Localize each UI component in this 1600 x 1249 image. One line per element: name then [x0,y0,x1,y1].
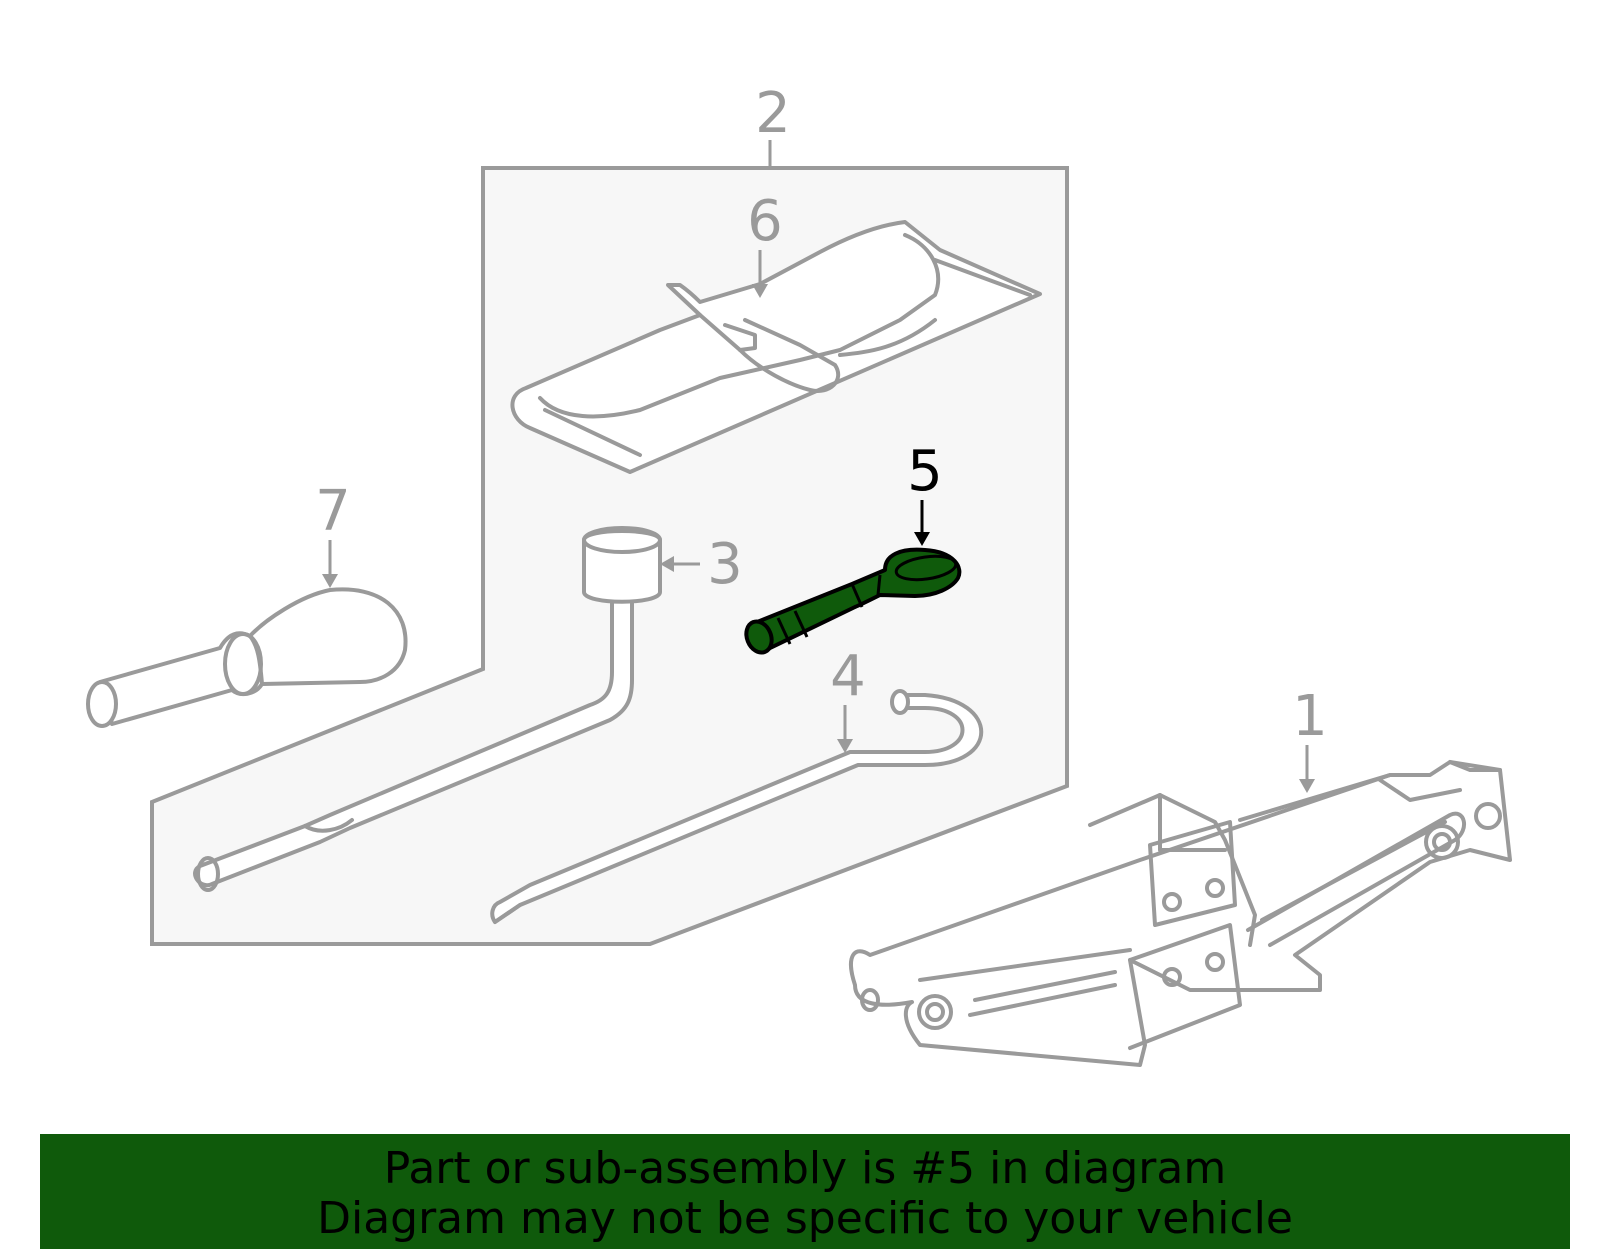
callout-4[interactable]: 4 [830,644,866,709]
leader-4-arrow [837,739,853,753]
callout-6[interactable]: 6 [747,189,783,254]
callout-7[interactable]: 7 [315,479,351,544]
banner-line-disclaimer: Diagram may not be specific to your vehi… [317,1193,1293,1244]
callout-3[interactable]: 3 [707,532,743,597]
callout-5[interactable]: 5 [907,439,943,504]
leader-6-arrow [752,284,768,298]
leader-1-arrow [1299,779,1315,793]
leader-7-arrow [322,574,338,588]
tow-hook-part[interactable] [742,547,962,657]
scissor-jack-part[interactable] [849,760,1512,1067]
callout-2[interactable]: 2 [755,81,791,146]
callout-1[interactable]: 1 [1292,684,1328,749]
tool-bag-part[interactable] [510,220,1042,474]
lug-wrench-part[interactable] [193,526,662,892]
jack-handle-part[interactable] [490,689,983,924]
info-banner: Part or sub-assembly is #5 in diagram Di… [40,1134,1570,1249]
parts-diagram: 2 6 7 [86,81,1512,1067]
handle-knob-part[interactable] [86,587,408,728]
leader-5-arrow [914,532,930,546]
banner-line-part-number: Part or sub-assembly is #5 in diagram [383,1143,1227,1194]
leader-3-arrow [660,556,674,572]
